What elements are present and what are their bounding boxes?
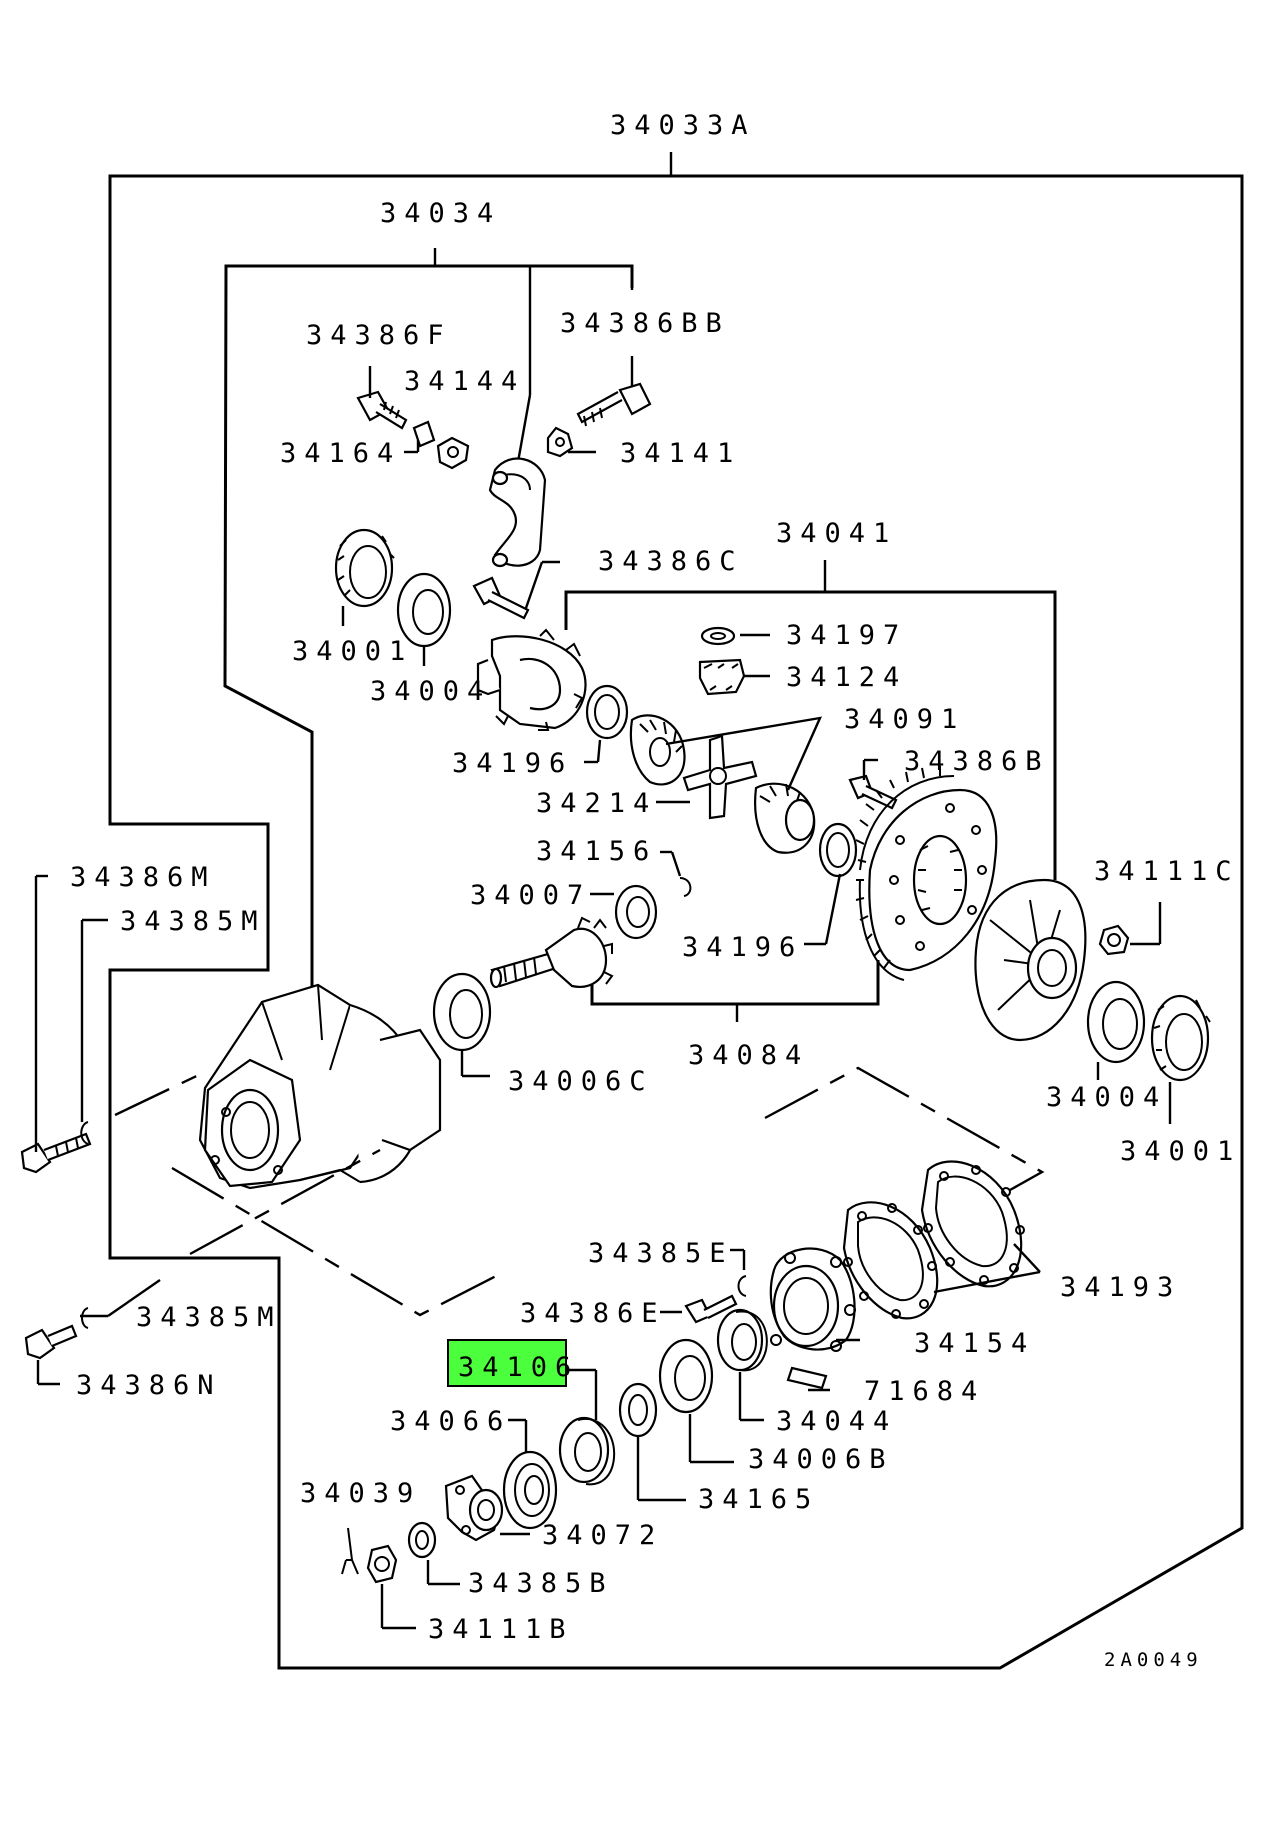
part-labels: 34033A 34034 34386F 34144 34386BB 34164 … <box>70 110 1241 1671</box>
differential-case-flange <box>974 878 1087 1042</box>
label-34124[interactable]: 34124 <box>786 662 907 693</box>
spacer-34165 <box>618 1382 658 1438</box>
lock-34141 <box>546 426 574 458</box>
label-34106[interactable]: 34106 <box>458 1352 579 1383</box>
bolt-34386F <box>356 390 408 430</box>
label-34001-left[interactable]: 34001 <box>292 636 413 667</box>
highlight-box-34106 <box>447 1339 567 1387</box>
side-bearing-34004-right <box>1086 980 1146 1064</box>
pinion-bearing-34006B <box>658 1338 714 1414</box>
bolt-34386E <box>684 1294 738 1324</box>
label-34006C[interactable]: 34006C <box>508 1066 654 1097</box>
reference-code: 2A0049 <box>1104 1649 1203 1671</box>
thrust-washer-34196-right <box>818 822 858 878</box>
label-34111B[interactable]: 34111B <box>428 1614 574 1645</box>
label-34197[interactable]: 34197 <box>786 620 907 651</box>
label-34141[interactable]: 34141 <box>620 438 741 469</box>
washer-34385M-upper <box>80 1121 89 1145</box>
side-bearing-adjuster-34001-right <box>1150 994 1211 1082</box>
label-34386BB[interactable]: 34386BB <box>560 308 730 339</box>
label-34154[interactable]: 34154 <box>914 1328 1035 1359</box>
label-34001-right[interactable]: 34001 <box>1120 1136 1241 1167</box>
bolt-34386C <box>472 576 530 620</box>
pinion-mate-washer-34197 <box>700 626 736 646</box>
label-34386M[interactable]: 34386M <box>70 862 216 893</box>
side-bearing-adjuster-34001-left <box>334 528 395 608</box>
label-34034[interactable]: 34034 <box>380 198 501 229</box>
label-71684[interactable]: 71684 <box>864 1376 985 1407</box>
thrust-washer-34196-left <box>585 684 629 740</box>
differential-carrier-housing <box>198 983 442 1190</box>
side-gear-left <box>629 714 686 786</box>
assembly-outline-34033A <box>108 174 1244 1670</box>
leader-lines <box>34 356 1172 1630</box>
label-34386C[interactable]: 34386C <box>598 546 744 577</box>
label-34385E[interactable]: 34385E <box>588 1238 734 1269</box>
label-34386F[interactable]: 34386F <box>306 320 452 351</box>
label-34164[interactable]: 34164 <box>280 438 401 469</box>
differential-case <box>476 628 587 731</box>
label-34004-right[interactable]: 34004 <box>1046 1082 1167 1113</box>
spacer-34106 <box>558 1416 616 1486</box>
label-34386E[interactable]: 34386E <box>520 1298 666 1329</box>
label-34196-lower[interactable]: 34196 <box>682 932 803 963</box>
label-34386N[interactable]: 34386N <box>76 1370 222 1401</box>
bolt-34386N <box>24 1324 78 1360</box>
pinion-housing-34154 <box>769 1247 856 1352</box>
label-34386B[interactable]: 34386B <box>904 746 1050 777</box>
label-34041[interactable]: 34041 <box>776 518 897 549</box>
nut-34111C <box>1098 924 1130 956</box>
label-34385B[interactable]: 34385B <box>468 1568 614 1599</box>
label-34165[interactable]: 34165 <box>698 1484 819 1515</box>
label-34066[interactable]: 34066 <box>390 1406 511 1437</box>
label-34007[interactable]: 34007 <box>470 880 591 911</box>
drive-pinion <box>489 916 614 989</box>
shim-71684 <box>786 1366 828 1390</box>
label-34044[interactable]: 34044 <box>776 1406 897 1437</box>
bolt-34386B <box>848 774 898 810</box>
label-34385M-upper[interactable]: 34385M <box>120 906 266 937</box>
label-34156[interactable]: 34156 <box>536 836 657 867</box>
bolt-34386BB <box>576 382 652 427</box>
bearing-cap <box>488 457 547 568</box>
assembly-outline-34041 <box>564 590 1057 880</box>
label-34039[interactable]: 34039 <box>300 1478 421 1509</box>
label-34193[interactable]: 34193 <box>1060 1272 1181 1303</box>
label-34006B[interactable]: 34006B <box>748 1444 894 1475</box>
snap-ring-34156 <box>679 877 692 897</box>
ring-gear <box>855 766 998 981</box>
pilot-bearing-34007 <box>614 884 658 940</box>
label-34214[interactable]: 34214 <box>536 788 657 819</box>
cotter-pin-34039 <box>341 1527 359 1575</box>
label-34004-left[interactable]: 34004 <box>370 676 491 707</box>
side-gear-right <box>754 782 816 854</box>
nut-34111B <box>366 1544 398 1584</box>
oil-seal-34044 <box>716 1308 768 1372</box>
dust-deflector-34066 <box>502 1450 558 1530</box>
bolt-34386M <box>20 1132 92 1174</box>
label-34144[interactable]: 34144 <box>404 366 525 397</box>
gasket-34193-outer <box>920 1160 1025 1288</box>
pinion-shaft-spider-34214 <box>682 734 758 820</box>
label-34033A[interactable]: 34033A <box>610 110 756 141</box>
label-34111C[interactable]: 34111C <box>1094 856 1240 887</box>
label-34385M-lower[interactable]: 34385M <box>136 1302 282 1333</box>
label-34072[interactable]: 34072 <box>542 1520 663 1551</box>
pinion-bearing-34006C <box>432 972 492 1052</box>
washer-34385B <box>407 1521 437 1559</box>
pinion-mate-gear-34124 <box>698 658 746 696</box>
label-34084[interactable]: 34084 <box>688 1040 809 1071</box>
label-34091[interactable]: 34091 <box>844 704 965 735</box>
gasket-34193-inner <box>842 1201 939 1320</box>
washer-34385M-lower <box>81 1307 89 1329</box>
label-34196-upper[interactable]: 34196 <box>452 748 573 779</box>
lock-plate-34144 <box>436 436 470 470</box>
companion-flange-34072 <box>444 1474 504 1542</box>
washer-34385E <box>737 1275 747 1297</box>
